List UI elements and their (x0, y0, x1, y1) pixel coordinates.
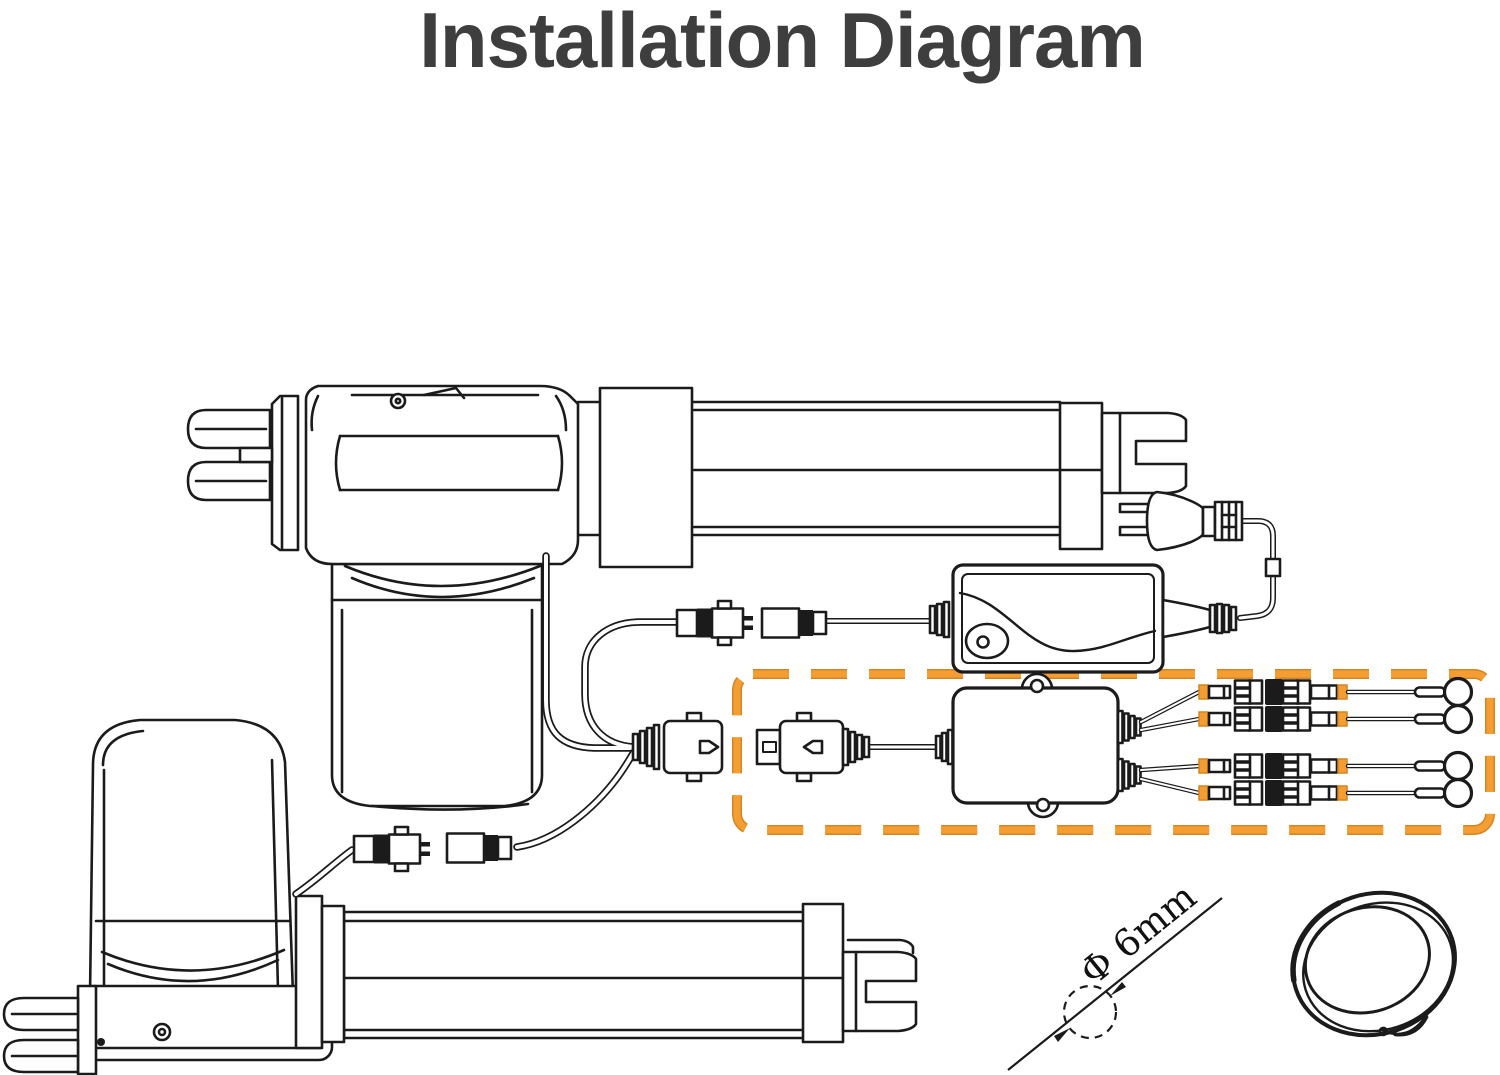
front-mount-bracket (801, 902, 845, 1044)
drill-hole-marker (1062, 984, 1118, 1040)
bottom-actuator-rear-clevis (2, 984, 98, 1075)
screw-hole (1029, 678, 1045, 694)
page-title: Installation Diagram (419, 0, 1146, 84)
adapter-emblem (964, 622, 1010, 660)
control-output-wires (1138, 689, 1202, 796)
control-box (934, 672, 1142, 819)
harness-plug-right (778, 719, 845, 775)
hole-diameter-label: Φ 6mm (1072, 875, 1205, 994)
top-actuator (186, 384, 1188, 811)
plug-arrow-icon (698, 739, 720, 755)
screw-hole (1035, 797, 1051, 813)
dc-connector-pair-bottom (352, 825, 513, 873)
ac-power-plug (1118, 490, 1282, 621)
button-connector-row-2 (1199, 706, 1472, 733)
power-adapter (824, 563, 1238, 674)
bottom-actuator-front-clevis (841, 938, 918, 1033)
top-actuator-motor (304, 384, 580, 811)
cord-joint (1264, 557, 1282, 578)
dc-connector-pair-top (675, 599, 828, 647)
button-connector-row-3 (1199, 753, 1472, 780)
harness-connector-pair (631, 711, 939, 783)
button-connector-row-1 (1199, 679, 1472, 706)
plug-arrow-icon (802, 739, 824, 755)
adapter-output-funnel (1161, 598, 1212, 639)
top-actuator-front-clevis (1100, 411, 1188, 495)
wiring-kit-highlight-box (732, 669, 1495, 835)
front-mount-bracket (1058, 401, 1104, 551)
button-connector-row-4 (1199, 780, 1472, 807)
top-actuator-tube (576, 386, 1104, 569)
harness-cables (292, 552, 680, 898)
hole-diameter-annotation: Φ 6mm (1007, 875, 1223, 1071)
mounting-ring (1290, 890, 1458, 1038)
bottom-actuator (2, 718, 918, 1075)
top-actuator-rear-clevis (186, 394, 300, 552)
bottom-actuator-tube (342, 902, 845, 1044)
bottom-actuator-motor (80, 718, 346, 1062)
sliding-mount-bracket (598, 386, 694, 569)
harness-plug-left (662, 719, 724, 775)
